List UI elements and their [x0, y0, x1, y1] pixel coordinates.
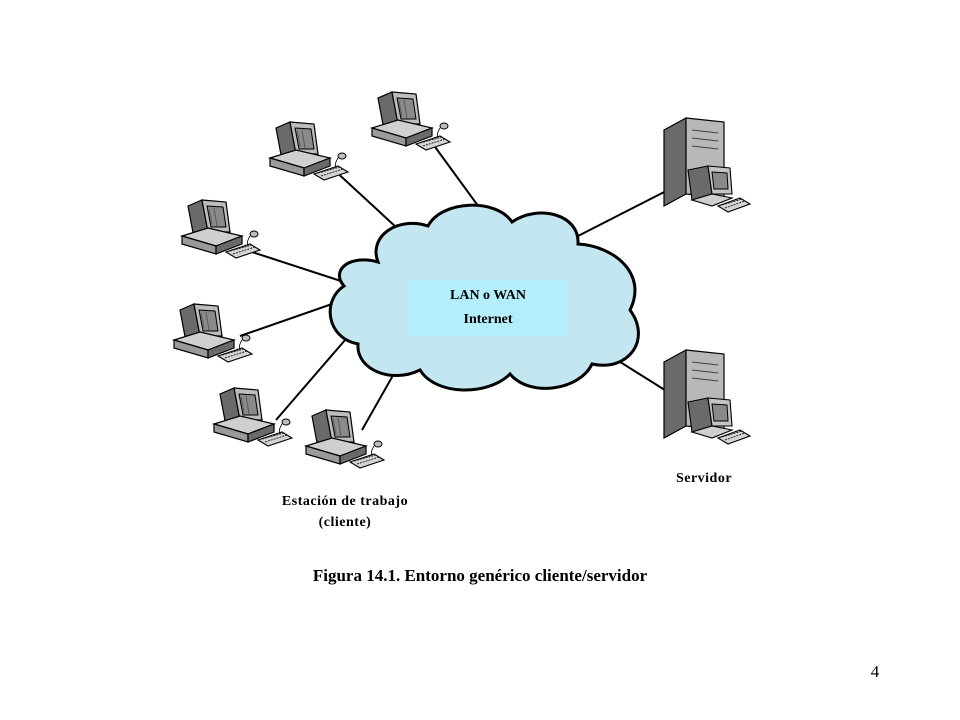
cloud-label-background [408, 280, 568, 336]
server-icon-bottom [663, 349, 751, 445]
link-ws-left1 [251, 251, 345, 283]
workstation-icon-left2 [173, 303, 253, 363]
link-ws-left3 [275, 331, 353, 421]
workstation-icon-bottom [305, 409, 385, 469]
figure-caption: Figura 14.1. Entorno genérico cliente/se… [312, 566, 648, 585]
cloud-label-box: LAN o WAN Internet [408, 280, 568, 336]
workstation-label-client: (cliente) [318, 515, 372, 530]
link-server1 [577, 185, 677, 237]
cloud-label-lan-wan: LAN o WAN [450, 288, 526, 303]
workstation-icon-left1 [181, 199, 261, 259]
workstation-icon-top1 [269, 121, 349, 181]
link-ws-left2 [239, 303, 333, 337]
server-icon-top [663, 117, 751, 213]
workstation-label: Estación de trabajo [281, 494, 409, 509]
server-label: Servidor [675, 471, 733, 486]
connection-lines [239, 139, 677, 431]
cloud-label-internet: Internet [463, 312, 513, 327]
page-number: 4 [870, 662, 880, 681]
workstation-icon-left3 [213, 387, 293, 447]
workstation-icon-top2 [371, 91, 451, 151]
link-ws-top2 [429, 139, 485, 215]
